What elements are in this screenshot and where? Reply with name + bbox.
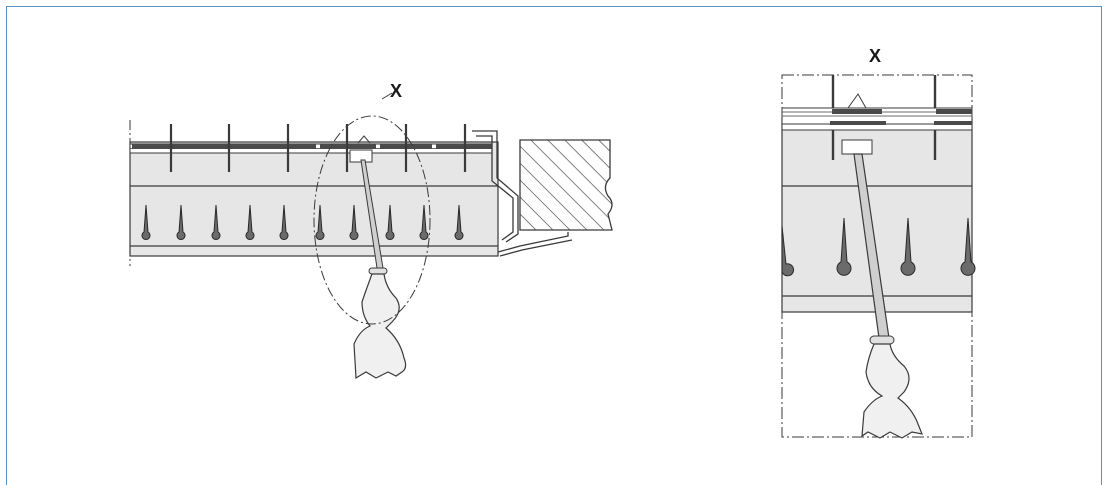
detail-view: X [781,46,976,439]
wall-section [519,139,613,231]
callout-leader [381,92,393,100]
screwdriver-tool [349,135,407,380]
callout-ellipse [313,115,431,325]
detail-pins [781,217,976,277]
bracket-profile [472,130,573,257]
callout-label-main: X [390,81,402,101]
rail-assembly [129,120,499,266]
diagram-frame [6,6,1102,485]
pin-row [141,204,464,240]
main-view: X [129,81,613,380]
callout-label-detail: X [869,46,881,66]
detail-screwdriver [841,139,923,439]
